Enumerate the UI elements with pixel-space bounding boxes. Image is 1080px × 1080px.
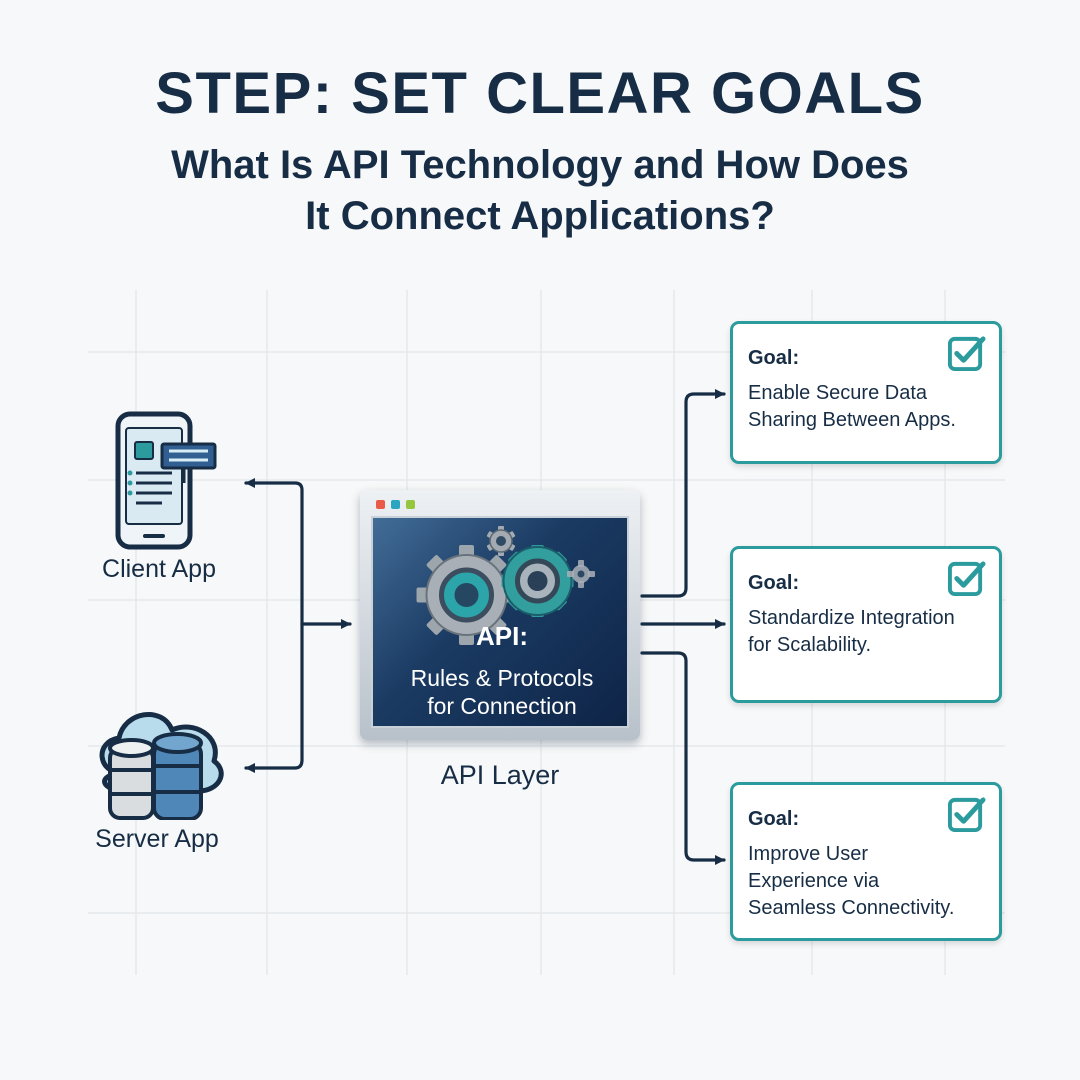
api-heading: API: [476, 621, 528, 651]
goal-text: Improve User Experience via Seamless Con… [748, 843, 955, 919]
goal-card: Goal: Standardize Integration for Scalab… [730, 546, 1002, 703]
page-subtitle: What Is API Technology and How Does It C… [0, 140, 1080, 242]
goal-label: Goal: [748, 347, 800, 369]
api-window: API: Rules & Protocols for Connection [360, 490, 640, 740]
checkbox-icon [947, 561, 986, 597]
page-title: STEP: SET CLEAR GOALS [155, 61, 925, 126]
checkbox-icon [947, 336, 986, 372]
api-description-line-2: for Connection [427, 693, 577, 719]
goal-card: Goal: Improve User Experience via Seamle… [730, 782, 1002, 941]
goal-label: Goal: [748, 808, 800, 830]
gear-icon [416, 526, 595, 645]
goal-label: Goal: [748, 572, 800, 594]
api-description-line-1: Rules & Protocols [410, 665, 594, 691]
window-control-green [406, 500, 415, 509]
cloud-database-icon [99, 712, 224, 820]
api-layer-label: API Layer [440, 760, 560, 790]
subtitle-line-2: It Connect Applications? [305, 194, 775, 238]
smartphone-icon [115, 411, 217, 550]
goal-card: Goal: Enable Secure Data Sharing Between… [730, 321, 1002, 464]
goal-text: Enable Secure Data Sharing Between Apps. [748, 382, 956, 431]
api-screen: API: Rules & Protocols for Connection [371, 516, 629, 728]
window-control-blue [391, 500, 400, 509]
window-control-red [376, 500, 385, 509]
goal-text: Standardize Integration for Scalability. [748, 607, 955, 656]
client-app-label: Client App [102, 555, 216, 583]
subtitle-line-1: What Is API Technology and How Does [171, 143, 909, 187]
server-app-label: Server App [95, 825, 219, 853]
checkbox-icon [947, 797, 986, 833]
